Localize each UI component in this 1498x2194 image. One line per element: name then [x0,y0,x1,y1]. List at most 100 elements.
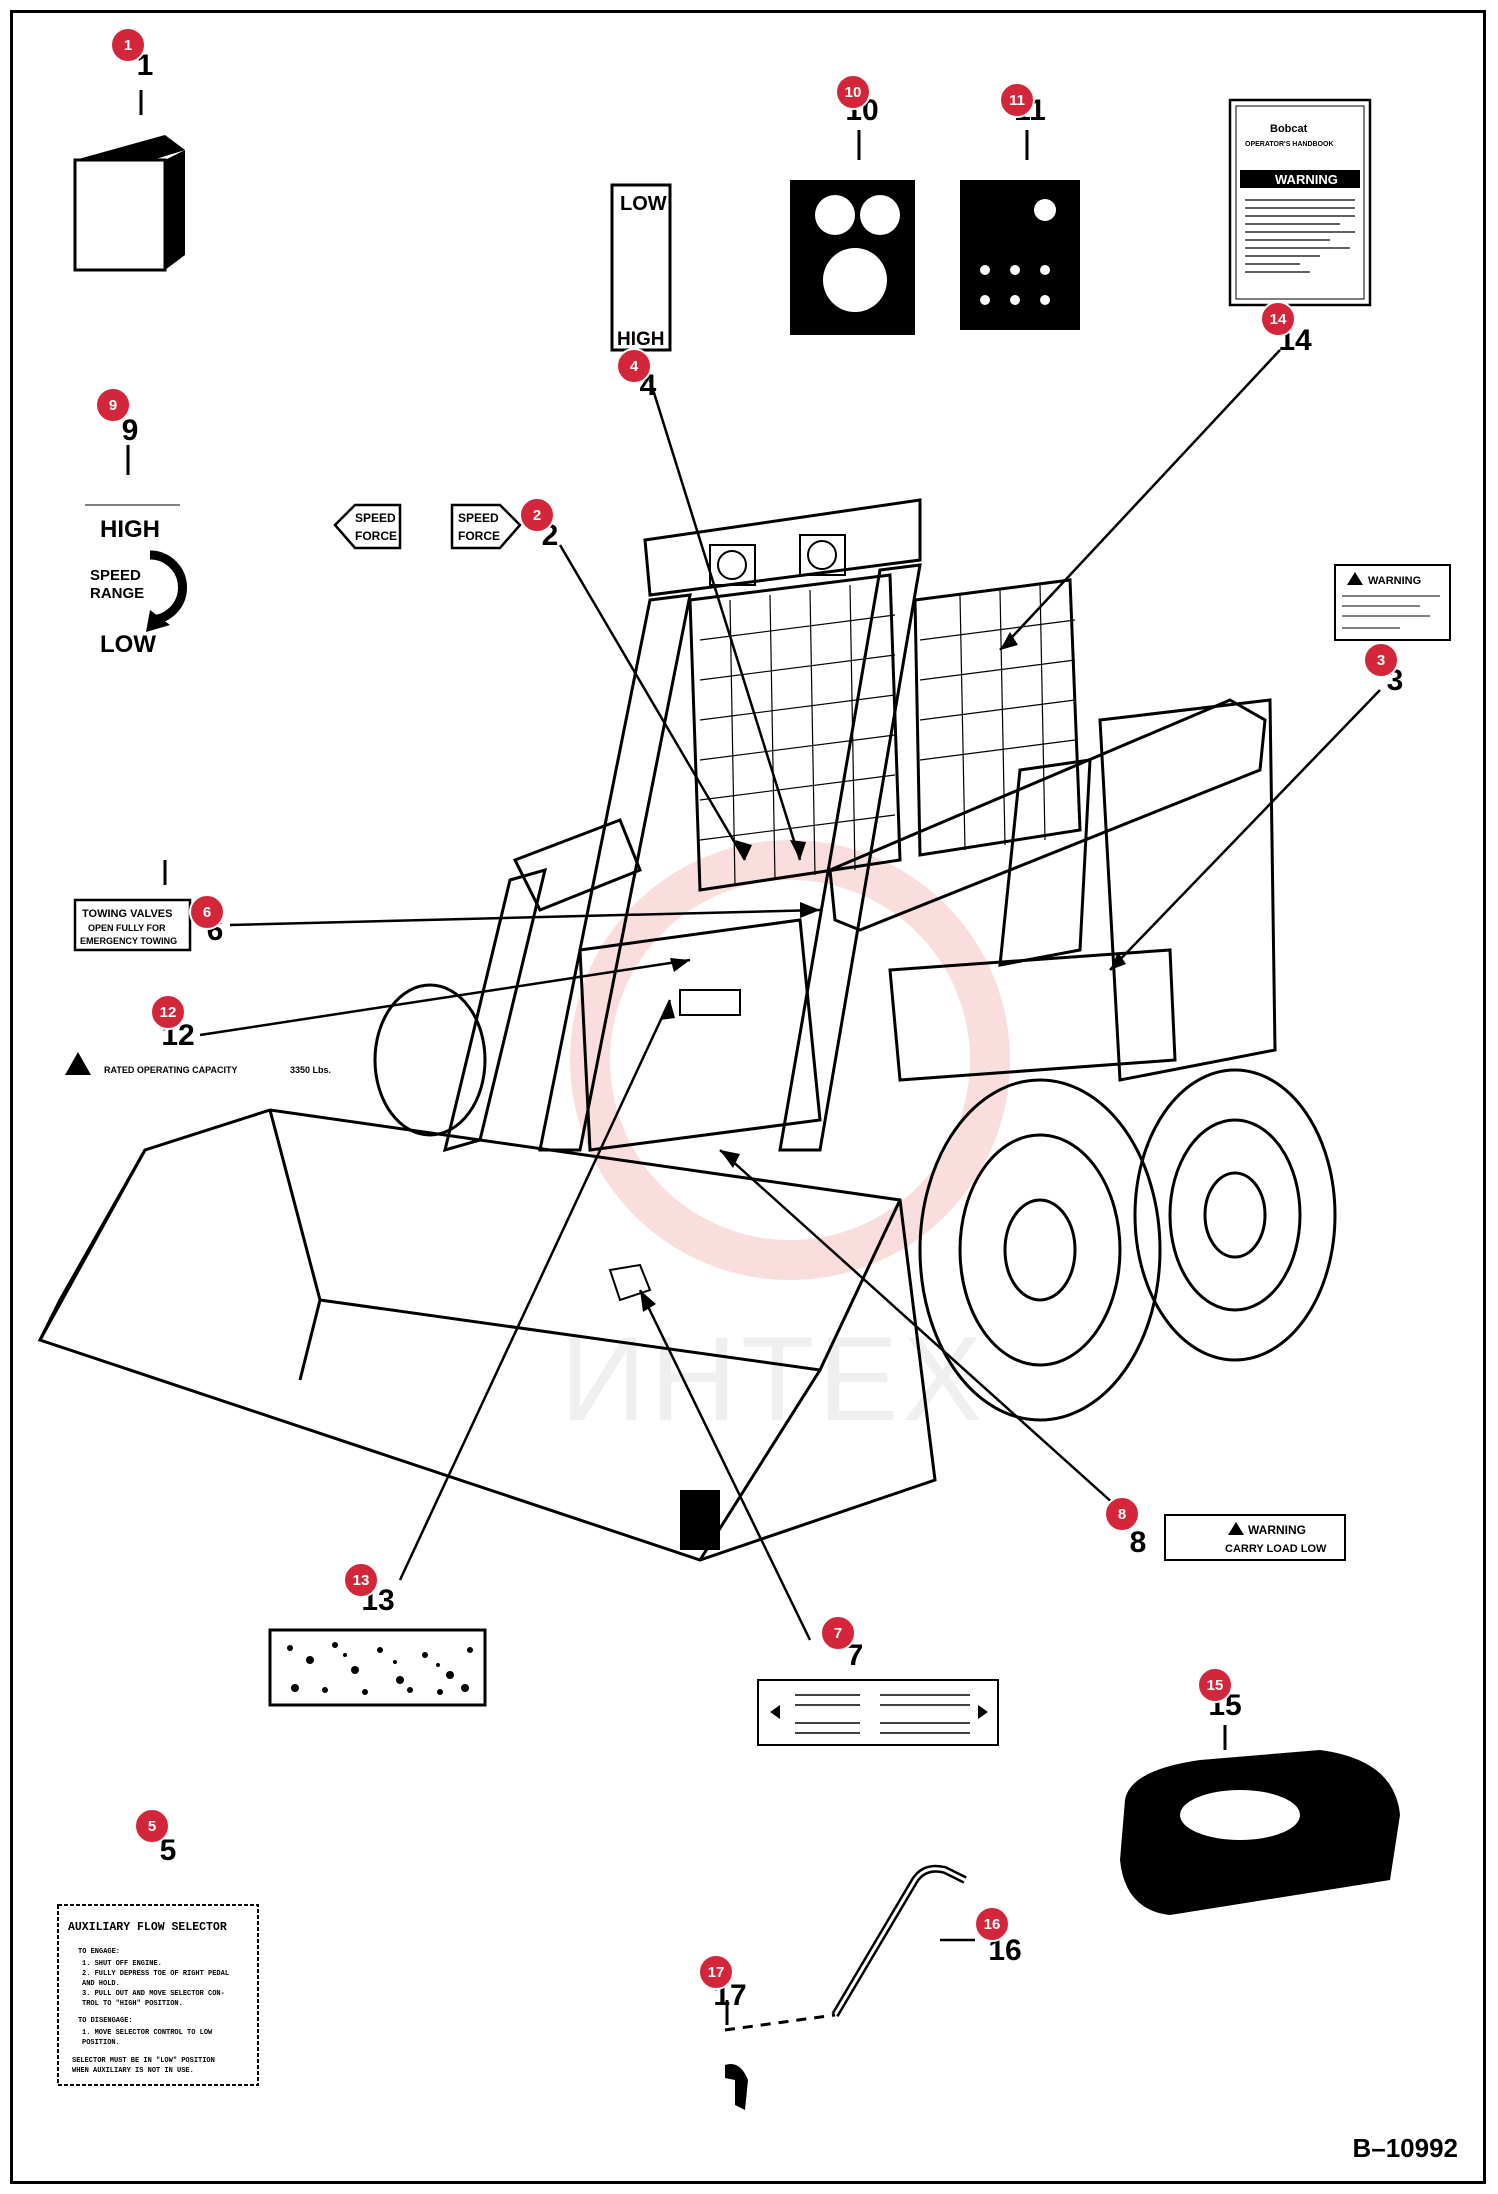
badge-6: 6 [203,904,211,921]
badge-17: 17 [708,1964,725,1981]
rated-capacity-value: 3350 Lbs. [290,1065,331,1075]
part-15-tape-roll [1120,1750,1400,1915]
arrowheads [640,632,1126,1312]
badge-11: 11 [1009,92,1025,109]
carry-low-title: WARNING [1248,1523,1306,1537]
part-6-towing-valves-decal: TOWING VALVES OPEN FULLY FOR EMERGENCY T… [73,898,192,952]
callout-14[interactable]: 14 14 [1260,301,1312,357]
diagram-frame [10,10,1486,2184]
towing-line1: TOWING VALVES [82,908,172,920]
badge-12: 12 [160,1004,177,1021]
handbook-brand: Bobcat [1270,123,1308,135]
aux-engage-head: TO ENGAGE: [78,1948,120,1956]
part-14-operator-handbook-decal: Bobcat OPERATOR'S HANDBOOK WARNING [1228,98,1372,307]
speed-range-low: LOW [100,631,156,658]
wheel-front-right [918,1078,1162,1422]
aux-engage-step-4: 3. PULL OUT AND MOVE SELECTOR CON- [82,1990,225,1998]
decal-low-text: LOW [620,193,667,215]
part-16-pin [831,1864,975,2018]
callout-6[interactable]: 6 6 [189,894,225,947]
speed-range-label1: SPEED [90,567,141,584]
callout-11[interactable]: 11 11 [999,82,1046,127]
part-11-indicator-panel [960,180,1080,330]
badge-10: 10 [845,84,862,101]
aux-engage-step-1: 1. SHUT OFF ENGINE. [82,1960,162,1968]
towing-line2: OPEN FULLY FOR [88,923,166,933]
drawing-reference: B–10992 [1352,2133,1458,2163]
callout-number-8: 8 [1130,1526,1147,1559]
callout-1[interactable]: 1 1 [110,27,153,82]
callout-number-5: 5 [160,1834,177,1867]
wheel-left [373,983,487,1137]
callout-9[interactable]: 9 9 [95,387,139,447]
callout-number-9: 9 [122,414,139,447]
towing-line3: EMERGENCY TOWING [80,936,177,946]
aux-engage-step-5: TROL TO "HIGH" POSITION. [82,2000,183,2008]
callout-10[interactable]: 10 10 [835,74,879,127]
watermark-text: ИНТЕХ [560,1312,986,1446]
callout-7[interactable]: 7 7 [820,1615,864,1672]
callout-15[interactable]: 15 15 [1197,1667,1242,1722]
part-17-clip [724,2000,836,2110]
part-7-bilingual-decal [757,1679,999,1746]
speed-force-1-line2: FORCE [355,529,397,543]
badge-1: 1 [124,37,132,54]
handbook-subtitle: OPERATOR'S HANDBOOK [1245,141,1334,148]
badge-16: 16 [984,1916,1001,1933]
callout-5[interactable]: 5 5 [134,1808,177,1867]
callout-3[interactable]: 3 3 [1363,642,1403,697]
aux-engage-step-3: AND HOLD. [82,1980,120,1988]
badge-4: 4 [630,358,639,375]
callout-number-7: 7 [847,1639,864,1672]
warning-small-title: WARNING [1368,575,1421,587]
speed-force-2-line1: SPEED [458,511,499,525]
badge-7: 7 [834,1625,842,1642]
badge-13: 13 [353,1572,370,1589]
watermark: ИНТЕХ [560,840,1010,1446]
callout-4[interactable]: 4 4 [616,348,657,402]
speed-range-high: HIGH [100,516,160,543]
part-3-warning-decal: WARNING [1334,564,1451,641]
callout-16[interactable]: 16 16 [974,1906,1022,1967]
aux-footer-1: SELECTOR MUST BE IN "LOW" POSITION [72,2057,215,2065]
aux-disengage-step-2: POSITION. [82,2039,120,2047]
rated-capacity-text: RATED OPERATING CAPACITY [104,1065,238,1075]
speed-force-2-line2: FORCE [458,529,500,543]
part-4-low-high-decal: LOW HIGH [610,183,672,352]
callout-2[interactable]: 2 2 [519,497,558,552]
aux-engage-step-2: 2. FULLY DEPRESS TOE OF RIGHT PEDAL [82,1970,229,1978]
part-10-gauge-panel [790,180,915,335]
callout-ticks [126,90,1227,1750]
callout-12[interactable]: 12 12 [150,994,195,1052]
badge-15: 15 [1207,1677,1224,1694]
aux-disengage-step-1: 1. MOVE SELECTOR CONTROL TO LOW [82,2029,213,2037]
leader-lines [199,349,1381,1641]
callout-8[interactable]: 8 8 [1104,1496,1147,1559]
part-9-speed-range-decal: HIGH SPEED RANGE LOW [85,504,187,658]
part-5-aux-flow-selector-decal: AUXILIARY FLOW SELECTOR TO ENGAGE: 1. SH… [57,1904,259,2086]
skid-steer-loader [37,498,1337,1562]
badge-5: 5 [148,1818,156,1835]
handbook-warning-title: WARNING [1275,172,1338,187]
badge-3: 3 [1377,652,1385,669]
badge-14: 14 [1270,311,1287,328]
callout-17[interactable]: 17 17 [698,1954,747,2012]
aux-disengage-head: TO DISENGAGE: [78,2017,133,2025]
badge-2: 2 [533,507,541,524]
aux-footer-2: WHEN AUXILIARY IS NOT IN USE. [72,2067,194,2075]
speed-range-label2: RANGE [90,585,144,602]
bucket [37,1108,937,1562]
callout-13[interactable]: 13 13 [343,1562,395,1617]
decal-high-text: HIGH [617,329,665,350]
aux-title: AUXILIARY FLOW SELECTOR [68,1921,227,1934]
carry-low-text: CARRY LOAD LOW [1225,1543,1327,1555]
part-2-speed-force-decals: SPEED FORCE SPEED FORCE [333,503,522,550]
part-8-carry-load-low-decal: WARNING CARRY LOAD LOW [1164,1514,1346,1561]
wheel-rear-right [1133,1068,1337,1362]
part-1-box [73,135,185,272]
rated-capacity-decal: RATED OPERATING CAPACITY 3350 Lbs. [65,1052,331,1075]
badge-9: 9 [109,397,117,414]
part-13-tread-strip [268,1628,487,1707]
speed-force-1-line1: SPEED [355,511,396,525]
